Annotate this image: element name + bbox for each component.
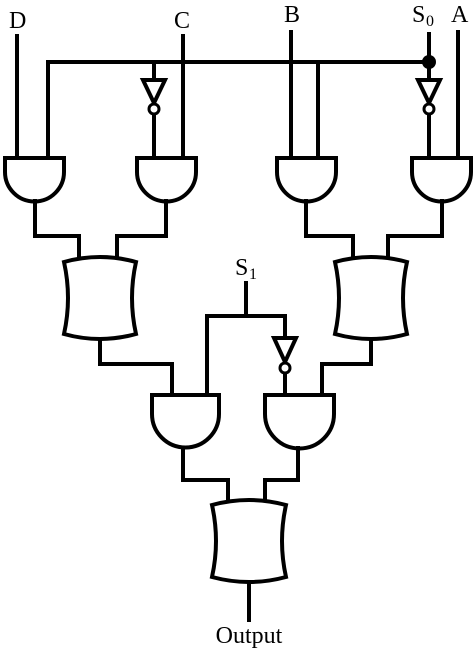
label-s1-subscript: 1 (249, 266, 257, 283)
junction-dot (422, 55, 436, 69)
and-gate-6 (263, 393, 336, 451)
and-gate-1 (2, 156, 66, 204)
level1-wires (33, 199, 444, 264)
label-s1: S (235, 255, 248, 281)
not-gate-3 (270, 336, 300, 375)
label-s0: S (412, 2, 425, 28)
level2-wires (98, 281, 373, 397)
or-gate-3 (209, 498, 289, 584)
labels: D C B A S 0 S 1 Output (9, 2, 469, 649)
level3-wires (181, 446, 300, 507)
not-gate-2 (414, 78, 444, 116)
not-gate-1 (139, 78, 169, 116)
label-output: Output (216, 623, 283, 649)
label-d: D (9, 8, 26, 34)
and-gate-2 (135, 156, 198, 204)
label-c: C (174, 8, 190, 34)
or-gate-2 (332, 255, 410, 341)
label-a: A (451, 2, 469, 28)
or-gate-1 (61, 255, 139, 341)
and-gate-5 (150, 393, 221, 450)
and-gate-4 (410, 156, 473, 204)
label-s0-subscript: 0 (426, 13, 434, 30)
and-gate-3 (275, 156, 338, 204)
input-wires (15, 30, 460, 160)
label-b: B (284, 2, 300, 28)
